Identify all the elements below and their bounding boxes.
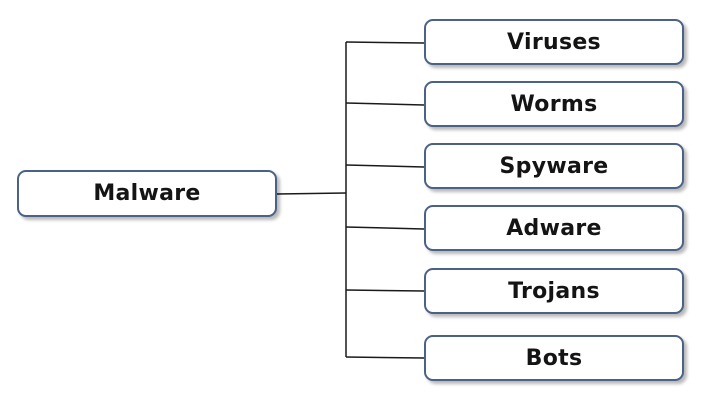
child-node-label: Bots <box>525 345 583 371</box>
root-connector <box>276 192 347 195</box>
child-node-spyware: Spyware <box>424 143 684 189</box>
branch-adware <box>345 226 425 230</box>
child-node-label: Viruses <box>507 29 601 55</box>
branch-spyware <box>345 164 425 168</box>
child-node-adware: Adware <box>424 205 684 251</box>
root-node-label: Malware <box>93 181 201 206</box>
root-node-malware: Malware <box>17 170 277 217</box>
branch-trojans <box>345 289 425 292</box>
branch-viruses <box>345 41 425 44</box>
child-node-label: Spyware <box>499 153 609 179</box>
child-node-trojans: Trojans <box>424 268 684 314</box>
branch-worms <box>345 102 425 106</box>
child-node-label: Adware <box>506 215 602 241</box>
child-node-label: Trojans <box>508 278 600 304</box>
child-node-worms: Worms <box>424 81 684 127</box>
child-node-bots: Bots <box>424 335 684 381</box>
child-node-viruses: Viruses <box>424 19 684 65</box>
branch-bots <box>345 356 425 359</box>
child-node-label: Worms <box>510 91 598 117</box>
